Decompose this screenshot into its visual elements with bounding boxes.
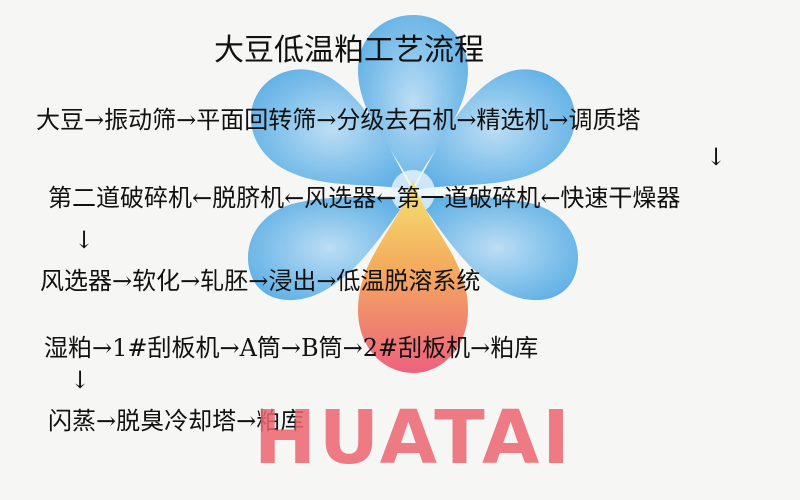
flow-arrow-down-2: ↓ (74, 226, 95, 254)
center-drop (358, 180, 468, 373)
petal-upper-right (414, 69, 576, 190)
petal-lower-left (247, 196, 410, 301)
flow-arrow-down-3: ↓ (70, 366, 91, 394)
flow-row-1: 大豆→振动筛→平面回转筛→分级去石机→精选机→调质塔 (36, 106, 641, 134)
huatai-wordmark: HUATAI (254, 395, 573, 481)
page-title: 大豆低温粕工艺流程 (214, 33, 484, 68)
flow-row-5: 闪蒸→脱臭冷却塔→粕库 (48, 407, 305, 435)
flow-arrow-down-1: ↓ (706, 143, 727, 171)
petal-upper-left (250, 69, 412, 190)
flow-row-2: 第二道破碎机←脱脐机←风选器←第一道破碎机←快速干燥器 (48, 184, 681, 212)
petal-lower-right (416, 196, 579, 301)
flow-row-3: 风选器→软化→轧胚→浸出→低温脱溶系统 (40, 267, 481, 295)
flow-row-4: 湿粕→1#刮板机→A筒→B筒→2#刮板机→粕库 (44, 334, 539, 362)
petal-top (358, 15, 468, 188)
